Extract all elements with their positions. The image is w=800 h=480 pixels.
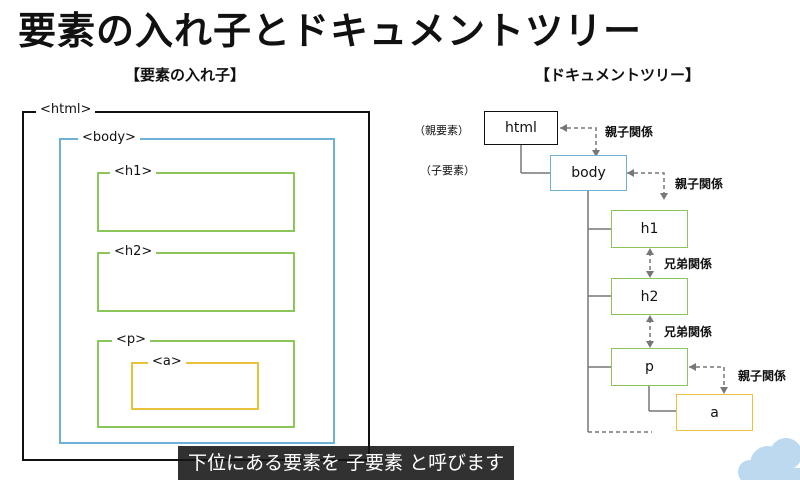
nesting-heading: 【要素の入れ子】	[125, 66, 246, 84]
p-a-relation-arrow	[689, 366, 725, 390]
relation-label-h2-p: 兄弟関係	[664, 325, 713, 339]
p-tag-label: <p>	[112, 332, 151, 348]
arrowhead	[646, 315, 654, 322]
a-tag-label: <a>	[148, 354, 186, 370]
relation-label-html-body: 親子関係	[605, 125, 654, 139]
h2-tag-label: <h2>	[110, 244, 157, 260]
tree-node-a: a	[676, 394, 753, 431]
arrowhead	[646, 248, 654, 255]
body-child-relation-arrow	[627, 172, 665, 196]
subtitle-caption: 下位にある要素を 子要素 と呼びます	[178, 446, 515, 480]
h2-box	[97, 252, 295, 312]
arrowhead	[592, 150, 600, 157]
tree-node-p: p	[611, 348, 688, 386]
arrowhead	[646, 341, 654, 348]
tree-node-html: html	[484, 111, 558, 145]
arrowhead	[720, 387, 728, 394]
relation-label-h1-h2: 兄弟関係	[664, 257, 713, 271]
html-tag-label: <html>	[36, 102, 96, 118]
tree-node-body: body	[550, 155, 627, 191]
html-body-relation-arrow	[560, 127, 597, 153]
arrowhead	[646, 271, 654, 278]
tree-heading: 【ドキュメントツリー】	[535, 66, 701, 84]
body-box	[59, 138, 335, 444]
p-box	[97, 340, 295, 428]
body-tag-label: <body>	[78, 130, 140, 146]
child-side-label: （子要素）	[420, 164, 475, 177]
h1-box	[97, 172, 295, 232]
arrowhead	[560, 124, 567, 132]
relation-label-body-children: 親子関係	[675, 177, 724, 191]
h1-tag-label: <h1>	[110, 164, 157, 180]
parent-side-label: （親要素）	[414, 124, 469, 137]
arrowhead	[627, 169, 634, 177]
arrowhead	[660, 193, 668, 200]
cloud-decoration	[738, 438, 800, 480]
a-box	[131, 362, 259, 410]
arrowhead	[689, 363, 696, 371]
tree-node-h2: h2	[611, 278, 688, 315]
page-title: 要素の入れ子とドキュメントツリー	[18, 9, 643, 53]
tree-node-h1: h1	[611, 210, 688, 248]
relation-label-p-a: 親子関係	[738, 369, 787, 383]
